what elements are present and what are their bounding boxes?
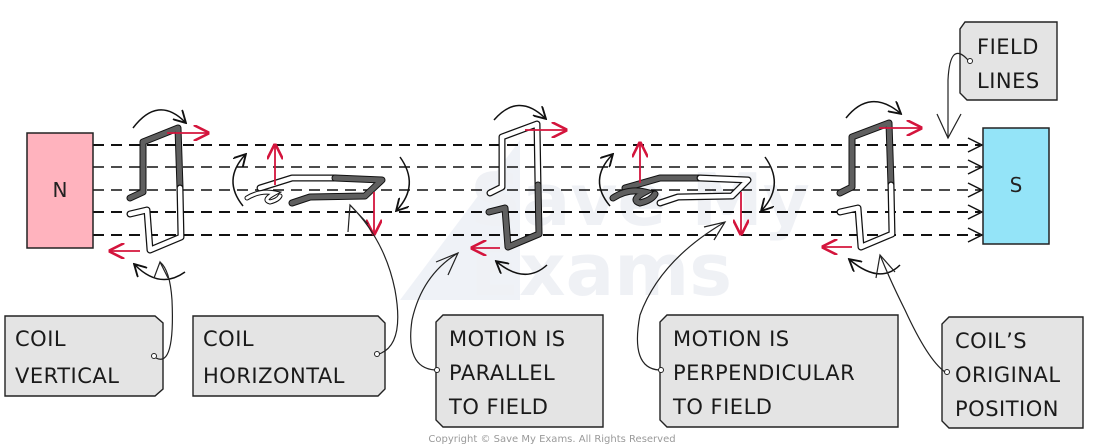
field-lines	[93, 144, 980, 236]
leader-line	[410, 252, 459, 371]
north-magnet: N	[26, 132, 94, 249]
pointer-arrow-icon	[347, 203, 369, 233]
label-text: MOTION IS	[673, 327, 790, 351]
south-pole-label: S	[1010, 173, 1023, 197]
pointer-arrow-icon	[936, 113, 962, 140]
tag-hole-icon	[944, 369, 950, 375]
label-coil-vertical: COIL VERTICAL	[4, 260, 173, 397]
label-field-lines: FIELD LINES	[936, 21, 1058, 140]
arrowhead-icon	[967, 204, 984, 220]
label-text: COIL	[15, 327, 66, 351]
rotation-arrow-icon	[132, 109, 185, 129]
field-line-arrowheads	[967, 137, 984, 243]
coil-dark-side	[127, 125, 183, 201]
tag-hole-icon	[151, 353, 157, 359]
north-pole-label: N	[53, 178, 68, 202]
rotation-arrow-icon	[762, 156, 775, 210]
pointer-arrow-icon	[875, 253, 896, 279]
coil-light-side	[487, 121, 541, 196]
leader-line	[947, 52, 969, 138]
coil-dark-side	[837, 120, 894, 196]
arrowhead-icon	[967, 227, 984, 243]
pointer-arrow-icon	[153, 260, 169, 279]
arrowhead-icon	[967, 137, 984, 153]
label-text: VERTICAL	[15, 364, 119, 388]
coil-dark-side	[622, 175, 703, 191]
arrowhead-icon	[967, 182, 984, 198]
coil-dark-side	[486, 182, 542, 250]
north-pole-block	[26, 132, 94, 249]
label-text: PERPENDICULAR	[673, 361, 855, 385]
pointer-arrow-icon	[703, 221, 727, 241]
copyright-notice: Copyright © Save My Exams. All Rights Re…	[428, 434, 675, 445]
watermark: Save My Exams	[400, 140, 810, 312]
label-text: HORIZONTAL	[203, 364, 345, 388]
coil-stage-4	[598, 143, 775, 234]
label-original-position: COIL’S ORIGINAL POSITION	[875, 253, 1084, 429]
label-text: PARALLEL	[449, 361, 555, 385]
label-text: TO FIELD	[672, 395, 772, 419]
tag-hole-icon	[374, 351, 380, 357]
tag-hole-icon	[658, 367, 664, 373]
label-text: COIL’S	[955, 329, 1027, 353]
leader-line	[879, 254, 946, 373]
label-text: TO FIELD	[448, 395, 548, 419]
label-text: LINES	[977, 69, 1040, 93]
label-motion-parallel: MOTION IS PARALLEL TO FIELD	[410, 251, 604, 428]
rotation-arrow-icon	[397, 156, 410, 210]
leader-line	[155, 261, 173, 360]
leader-line	[349, 204, 399, 355]
rotation-arrow-icon	[497, 262, 548, 275]
coil-light-side	[257, 175, 338, 191]
tag-hole-icon	[967, 58, 973, 64]
rotation-arrow-icon	[598, 155, 612, 207]
label-coil-horizontal: COIL HORIZONTAL	[192, 203, 399, 397]
pointer-arrow-icon	[435, 251, 460, 276]
watermark-logo-icon	[400, 140, 520, 300]
label-text: POSITION	[955, 397, 1059, 421]
label-motion-perpendicular: MOTION IS PERPENDICULAR TO FIELD	[636, 221, 899, 428]
coil-light-side	[127, 185, 184, 253]
leader-line	[636, 221, 726, 371]
coil-stage-3	[472, 104, 566, 275]
rotation-arrow-icon	[493, 104, 545, 121]
coil-stage-1	[110, 109, 208, 281]
label-text: MOTION IS	[449, 327, 566, 351]
arrowhead-icon	[967, 159, 984, 175]
rotation-arrow-icon	[135, 265, 186, 281]
coil-stage-2	[232, 145, 410, 234]
south-pole-block	[982, 127, 1050, 245]
rotation-arrow-icon	[850, 260, 901, 275]
coil-dark-side	[289, 175, 385, 206]
coil-light-side	[657, 175, 751, 206]
label-text: COIL	[203, 327, 254, 351]
south-magnet: S	[982, 127, 1050, 245]
rotation-arrow-icon	[232, 155, 245, 207]
tag-hole-icon	[434, 367, 440, 373]
label-text: ORIGINAL	[955, 363, 1061, 387]
coil-light-side	[837, 182, 895, 250]
coil-stage-5	[823, 100, 921, 275]
rotation-arrow-icon	[845, 100, 900, 119]
label-text: FIELD	[977, 35, 1039, 59]
